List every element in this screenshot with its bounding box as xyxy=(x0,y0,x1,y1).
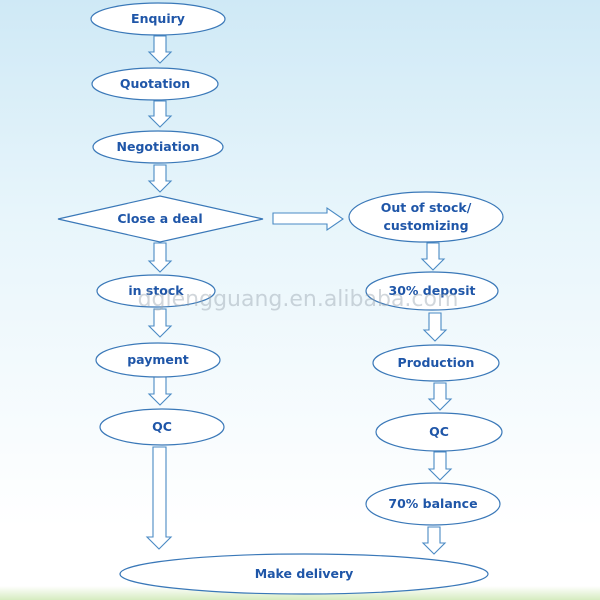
arrow-negotiation-to-close-deal xyxy=(147,164,173,193)
node-balance-label: 70% balance xyxy=(388,496,477,511)
node-negotiation-label: Negotiation xyxy=(117,139,200,154)
node-quotation-label: Quotation xyxy=(120,76,190,91)
arrow-qc-to-delivery xyxy=(145,446,173,550)
node-balance: 70% balance xyxy=(365,482,501,526)
node-make-delivery-label: Make delivery xyxy=(255,566,354,581)
arrow-out-of-stock-to-deposit xyxy=(420,242,446,271)
node-payment: payment xyxy=(95,342,221,378)
arrow-close-deal-to-out-of-stock xyxy=(272,206,344,232)
node-in-stock-label: in stock xyxy=(128,283,184,298)
node-payment-label: payment xyxy=(127,352,189,367)
node-qc-right: QC xyxy=(375,412,503,452)
node-negotiation: Negotiation xyxy=(92,130,224,164)
arrow-balance-to-delivery xyxy=(421,526,447,555)
node-production: Production xyxy=(372,344,500,382)
arrow-in-stock-to-payment xyxy=(147,308,173,338)
node-qc-left: QC xyxy=(99,408,225,446)
watermark-text: dglengguang.en.alibaba.com xyxy=(138,287,459,312)
node-close-deal-label: Close a deal xyxy=(117,211,202,226)
node-qc-right-label: QC xyxy=(429,424,449,439)
node-out-of-stock: Out of stock/ customizing xyxy=(348,191,504,243)
node-out-of-stock-label-line1: Out of stock/ xyxy=(381,200,472,215)
node-make-delivery: Make delivery xyxy=(119,553,489,595)
node-deposit-label: 30% deposit xyxy=(389,283,476,298)
node-deposit: 30% deposit xyxy=(365,271,499,311)
arrow-close-deal-to-in-stock xyxy=(147,242,173,273)
node-enquiry-label: Enquiry xyxy=(131,11,185,26)
node-close-deal: Close a deal xyxy=(57,195,264,243)
node-quotation: Quotation xyxy=(91,67,219,101)
node-out-of-stock-label-line2: customizing xyxy=(383,218,468,233)
node-qc-left-label: QC xyxy=(152,419,172,434)
arrow-payment-to-qc xyxy=(147,376,173,406)
arrow-deposit-to-production xyxy=(422,312,448,342)
arrow-quotation-to-negotiation xyxy=(147,100,173,128)
node-in-stock: in stock xyxy=(96,274,216,308)
arrow-enquiry-to-quotation xyxy=(147,35,173,64)
node-production-label: Production xyxy=(398,355,475,370)
arrow-production-to-qc xyxy=(427,382,453,411)
arrow-qc-to-balance xyxy=(427,451,453,481)
node-enquiry: Enquiry xyxy=(90,2,226,36)
